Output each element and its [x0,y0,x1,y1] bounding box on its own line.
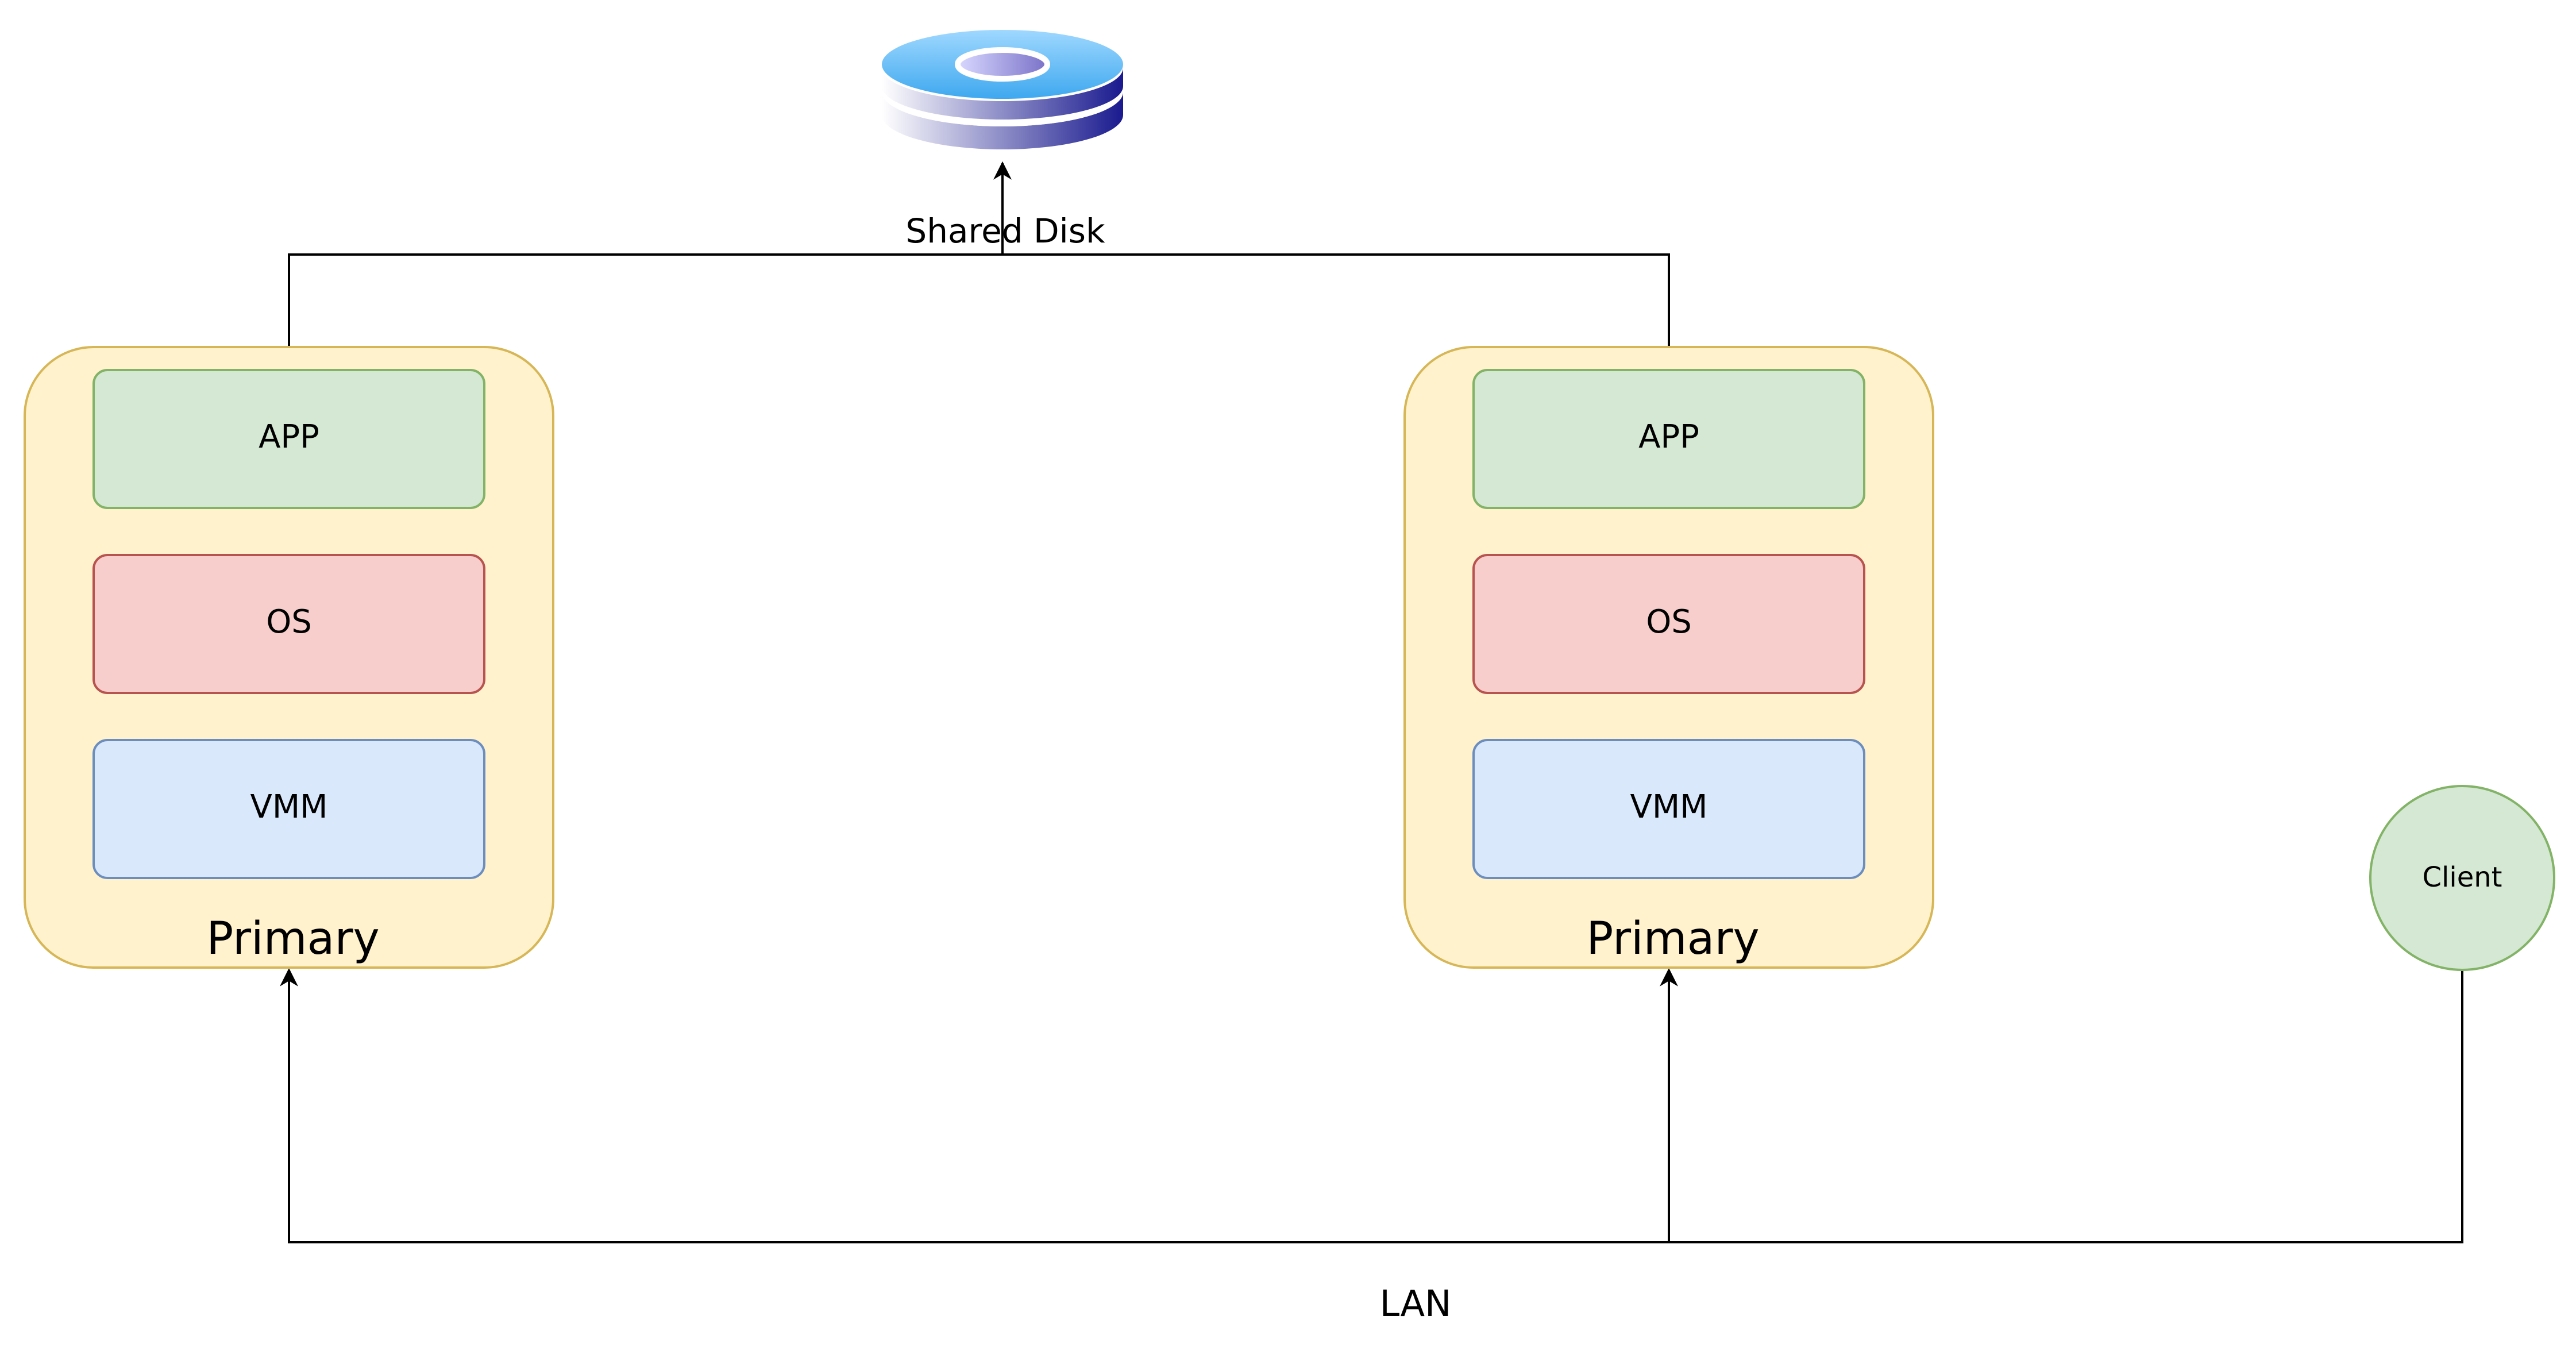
shared-disk-label: Shared Disk [905,211,1105,251]
lan-bus-line [280,968,2463,1243]
node-primary-1: APP OS VMM Primary [24,346,554,969]
client-node: Client [2369,785,2555,971]
node-title: Primary [1586,913,1759,965]
lan-label: LAN [1380,1282,1452,1324]
app-layer [1472,369,1865,509]
os-layer [1472,554,1865,694]
os-layer-label: OS [266,603,312,641]
disk-platter-middle [882,68,1123,120]
disk-platter-bottom [882,92,1123,149]
vmm-layer-label: VMM [250,788,328,826]
storage-bus-line [288,253,1670,347]
connections [280,161,2463,1243]
disk-center-hole [955,47,1050,82]
vmm-layer-label: VMM [1630,788,1708,826]
shared-disk-icon [882,30,1123,149]
vmm-layer [92,739,485,879]
client-label: Client [2423,861,2502,893]
app-layer [92,369,485,509]
client-circle [2369,785,2555,971]
node-primary-2: APP OS VMM Primary [1403,346,1934,969]
os-layer [92,554,485,694]
app-layer-label: APP [1638,418,1699,456]
node-title: Primary [206,913,379,965]
vmm-layer [1472,739,1865,879]
app-layer-label: APP [259,418,319,456]
os-layer-label: OS [1646,603,1692,641]
